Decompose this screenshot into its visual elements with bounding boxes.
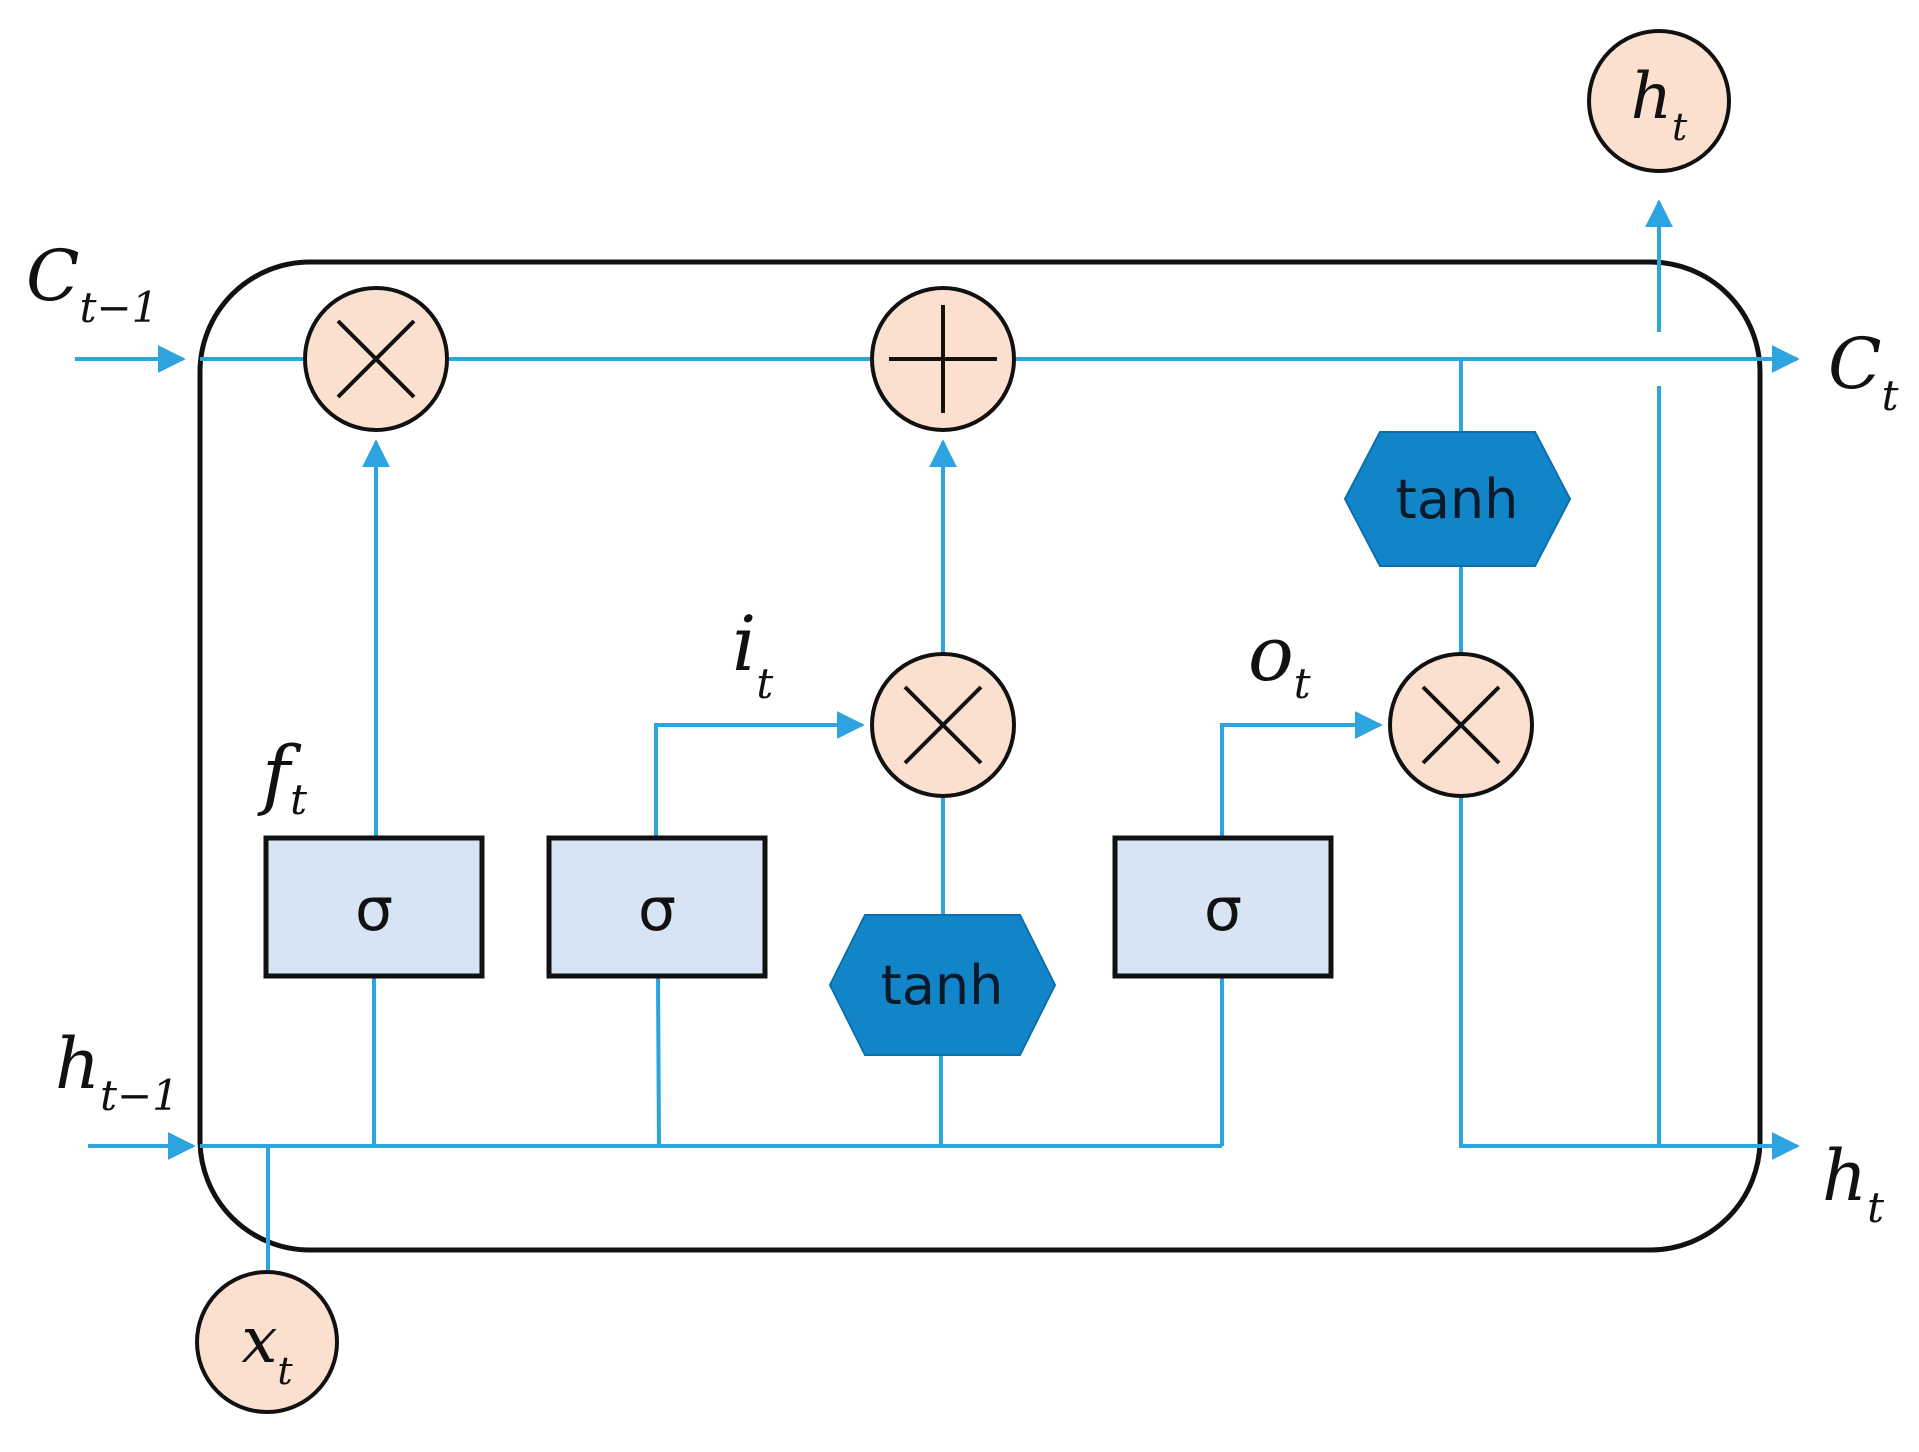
h-output-top-node: ht <box>1587 29 1731 173</box>
hidden-out-line <box>1459 797 1800 1160</box>
candidate-tanh-label: tanh <box>881 954 1004 1017</box>
forget-gate-label: ft <box>257 729 307 824</box>
x-input-label: x <box>241 1304 277 1378</box>
cell-tanh-label: tanh <box>1396 468 1519 531</box>
hidden-prev-label: ht−1 <box>55 1023 179 1120</box>
cell-tanh-hexagon: tanh <box>1343 431 1572 567</box>
input-multiply-node <box>870 652 1016 798</box>
hidden-prev-subscript: t−1 <box>100 1071 179 1120</box>
output-gate-out <box>1220 711 1383 838</box>
input-gate-in <box>656 975 661 1147</box>
cell-state-prev-subscript: t−1 <box>80 283 159 332</box>
cell-state-prev-label: Ct−1 <box>26 235 158 332</box>
forget-gate-symbol: σ <box>355 875 393 945</box>
x-input-node: xt <box>195 1270 339 1414</box>
input-gate-out <box>654 711 865 838</box>
output-multiply-node <box>1388 652 1534 798</box>
cell-add-node <box>870 286 1016 432</box>
forget-multiply-node <box>303 286 449 432</box>
input-gate-label: it <box>732 599 773 708</box>
svg-text:xt: xt <box>241 1304 293 1393</box>
lstm-cell-boundary <box>197 259 1763 1253</box>
x-input-subscript: t <box>277 1349 293 1393</box>
input-gate-subscript: t <box>756 659 773 708</box>
output-gate-box: σ <box>1112 835 1334 979</box>
input-gate-box: σ <box>546 835 768 979</box>
hidden-out-subscript: t <box>1867 1183 1884 1232</box>
svg-text:ht: ht <box>1631 60 1688 149</box>
input-gate-symbol: σ <box>638 875 676 945</box>
hidden-out-label: ht <box>1822 1135 1884 1232</box>
flow-lines <box>75 199 1800 1272</box>
forget-gate-box: σ <box>263 835 485 979</box>
cell-state-out-label: Ct <box>1828 323 1899 420</box>
cell-state-out-subscript: t <box>1882 371 1899 420</box>
h-output-top-subscript: t <box>1672 105 1688 149</box>
output-gate-subscript: t <box>1294 659 1311 708</box>
candidate-tanh-hexagon: tanh <box>828 914 1057 1056</box>
h-output-top-label: h <box>1631 60 1672 134</box>
output-gate-label: ot <box>1248 609 1311 708</box>
output-gate-symbol: σ <box>1204 875 1242 945</box>
forget-gate-subscript: t <box>290 775 307 824</box>
